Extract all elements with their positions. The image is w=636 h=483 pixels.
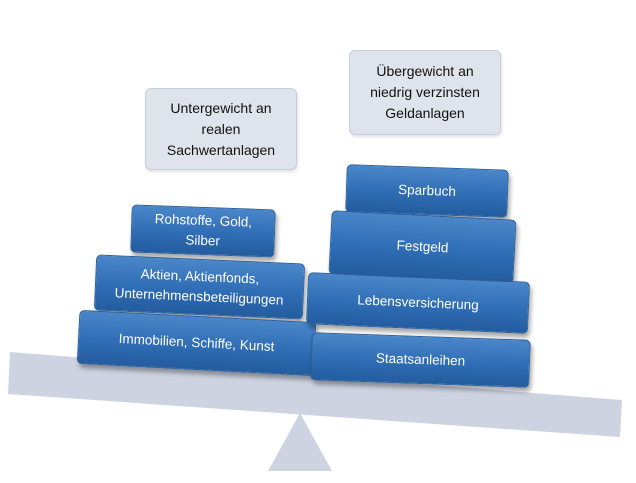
- block-line: Immobilien, Schiffe, Kunst: [118, 330, 275, 355]
- note-line: Sachwertanlagen: [166, 141, 276, 158]
- block-line: Sparbuch: [397, 181, 457, 200]
- note-line: realen: [201, 120, 241, 137]
- block-line: Festgeld: [396, 237, 449, 256]
- note-line: niedrig verzinsten: [370, 84, 480, 100]
- block-line: Rohstoffe, Gold,: [154, 211, 253, 230]
- block-commodities: Rohstoffe, Gold, Silber: [130, 204, 276, 258]
- note-line: Übergewicht an: [376, 63, 474, 79]
- note-line: Untergewicht an: [170, 99, 272, 116]
- block-fixed-deposit: Festgeld: [328, 210, 517, 284]
- block-line: Lebensversicherung: [356, 292, 480, 313]
- note-underweight-real-assets: Untergewicht an realen Sachwertanlagen: [145, 88, 297, 170]
- block-savings-book: Sparbuch: [345, 164, 509, 218]
- block-line: Staatsanleihen: [375, 350, 466, 369]
- seesaw-fulcrum: [268, 413, 332, 471]
- note-overweight-low-interest: Übergewicht an niedrig verzinsten Geldan…: [349, 50, 501, 135]
- seesaw-beam: [8, 352, 622, 437]
- note-line: Geldanlagen: [385, 105, 465, 121]
- block-line: Silber: [185, 232, 221, 249]
- block-life-insurance: Lebensversicherung: [305, 272, 531, 334]
- block-government-bonds: Staatsanleihen: [310, 332, 531, 388]
- block-equities: Aktien, Aktienfonds, Unternehmensbeteili…: [93, 254, 306, 320]
